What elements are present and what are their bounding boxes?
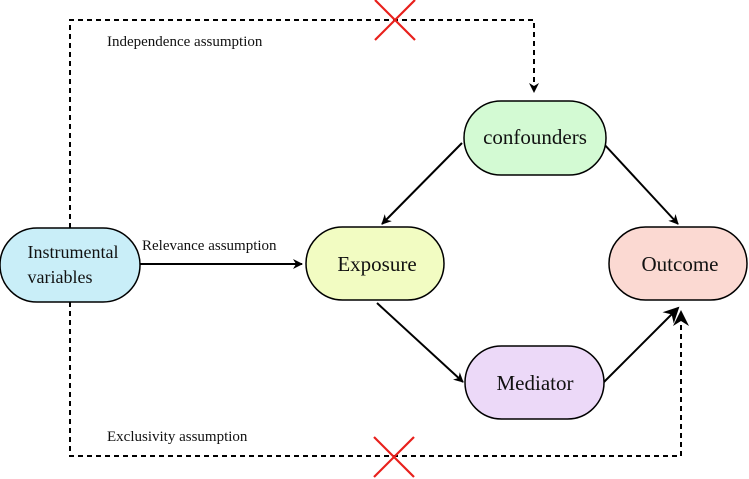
independence-blocked-cross-icon <box>374 0 416 41</box>
instrumental-variables-label-line2: variables <box>28 267 93 287</box>
instrumental-variables-label-line1: Instrumental <box>28 242 119 262</box>
confounders-label: confounders <box>483 125 587 149</box>
confounders-node <box>463 100 607 176</box>
independence-assumption-label: Independence assumption <box>107 34 263 50</box>
outcome-node <box>608 226 748 301</box>
exposure-label: Exposure <box>337 252 416 276</box>
independence-assumption-path <box>69 19 539 228</box>
exclusivity-blocked-cross-icon <box>373 436 415 478</box>
relevance-assumption-label: Relevance assumption <box>142 238 277 254</box>
exclusivity-assumption-label: Exclusivity assumption <box>107 429 248 445</box>
mediator-label: Mediator <box>497 371 574 395</box>
mediator-to-outcome-arrow <box>603 306 680 383</box>
exclusivity-assumption-path <box>69 302 689 457</box>
outcome-label: Outcome <box>642 252 719 276</box>
mediator-node <box>464 345 605 420</box>
exposure-node <box>305 226 445 301</box>
exposure-to-mediator-arrow <box>376 302 464 383</box>
instrumental-variables-node <box>0 227 141 303</box>
confounders-to-exposure-arrow <box>381 142 463 225</box>
confounders-to-outcome-arrow <box>602 142 679 225</box>
